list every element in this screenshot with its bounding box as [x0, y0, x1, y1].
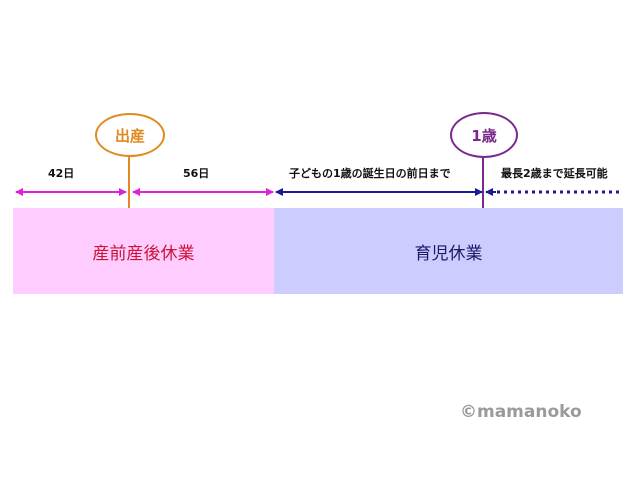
maternity-leave-block: 産前産後休業 — [13, 208, 274, 294]
birth-marker-label: 出産 — [114, 126, 145, 145]
birth-marker: 出産 — [95, 113, 165, 157]
prenatal-days-label: 42日 — [48, 167, 75, 180]
until-birthday-label: 子どもの1歳の誕生日の前日まで — [289, 167, 451, 180]
age-one-marker: 1歳 — [450, 112, 518, 158]
max-extension-label: 最長2歳まで延長可能 — [501, 167, 608, 180]
postnatal-days-label: 56日 — [183, 167, 210, 180]
childcare-leave-block: 育児休業 — [274, 208, 623, 294]
childcare-leave-label: 育児休業 — [414, 243, 483, 264]
copyright-credit: ©mamanoko — [460, 402, 582, 422]
age-one-marker-label: 1歳 — [471, 126, 497, 145]
maternity-leave-label: 産前産後休業 — [92, 243, 195, 264]
